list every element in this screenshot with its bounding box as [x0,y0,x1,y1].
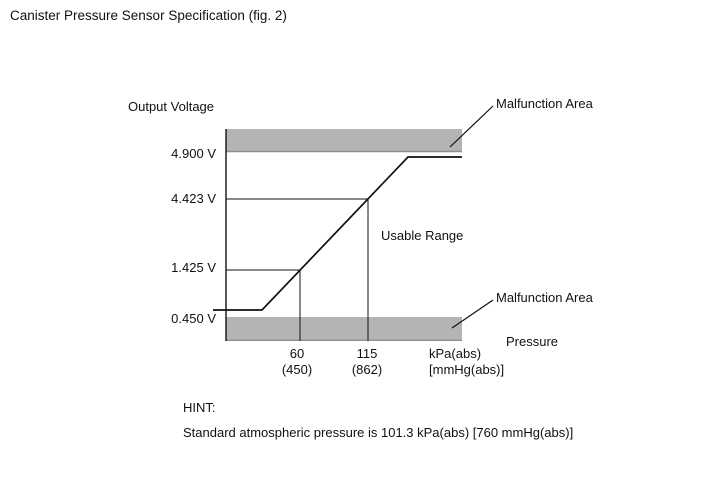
y-tick-4-900v: 4.900 V [171,146,216,161]
malfunction-band-top [226,129,462,152]
leader-line-malfunction-bottom [451,299,494,329]
sensor-output-curve [213,156,462,311]
x-tick-115kpa: 115 (862) [336,346,398,378]
y-tick-0-450v: 0.450 V [171,311,216,326]
x-axis-unit-mmhg: [mmHg(abs)] [429,362,505,377]
x-tick-115kpa-mmhg: (862) [351,362,383,377]
x-axis-units: kPa(abs) [mmHg(abs)] [429,346,504,378]
hint-text: Standard atmospheric pressure is 101.3 k… [183,425,574,440]
y-tick-4-423v: 4.423 V [171,191,216,206]
malfunction-band-bottom [226,317,462,341]
x-tick-115kpa-value: 115 [356,346,378,361]
leader-line-malfunction-top [449,105,494,148]
x-tick-60kpa-value: 60 [289,346,305,361]
x-axis-unit-kpa: kPa(abs) [429,346,482,361]
hint-label: HINT: [183,400,216,415]
x-axis-title: Pressure [506,334,559,349]
annotation-usable-range: Usable Range [381,228,464,243]
figure-title: Canister Pressure Sensor Specification (… [10,8,287,23]
x-tick-60kpa-mmhg: (450) [281,362,313,377]
annotation-malfunction-area-top: Malfunction Area [496,96,593,111]
annotation-malfunction-area-bottom: Malfunction Area [496,290,593,305]
x-tick-60kpa: 60 (450) [266,346,328,378]
y-tick-1-425v: 1.425 V [171,260,216,275]
y-axis-title: Output Voltage [128,99,215,114]
